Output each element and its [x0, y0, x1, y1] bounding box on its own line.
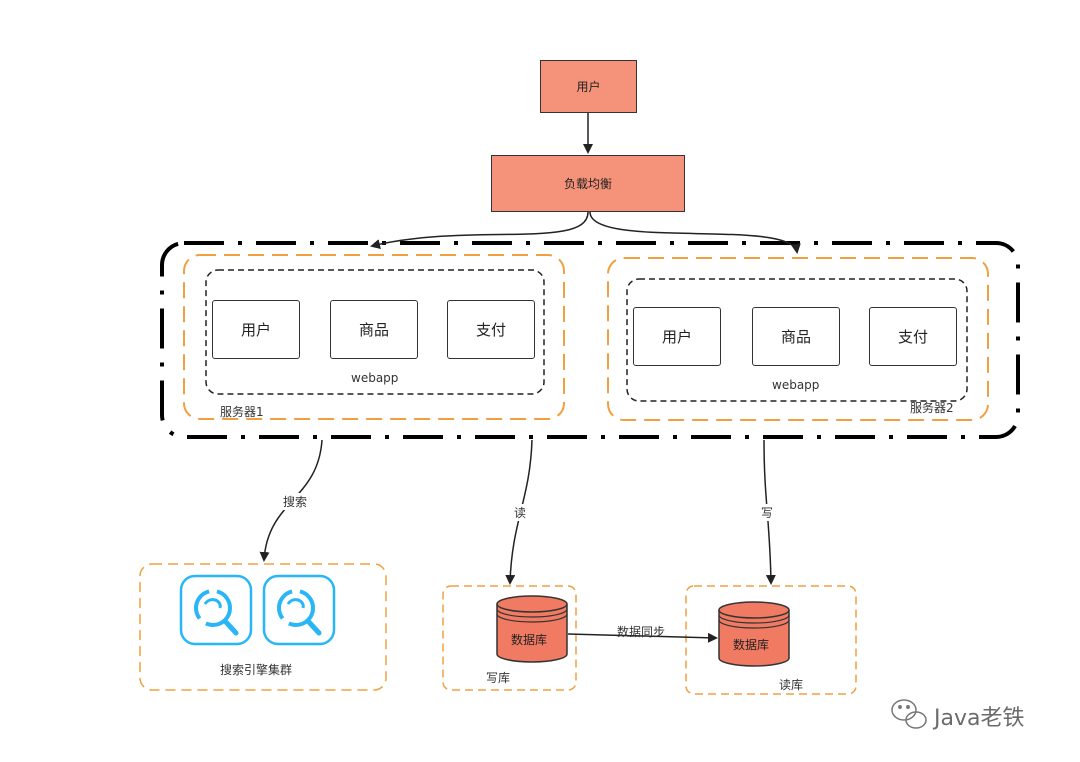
wechat-icon: [891, 699, 927, 729]
read-db-text: 数据库: [733, 638, 770, 652]
server1-webapp-label: webapp: [351, 371, 399, 385]
server2-module-payment: 支付: [869, 307, 957, 366]
edge-lb-to-server1: [370, 211, 589, 249]
server1-module-product: 商品: [330, 300, 418, 359]
edge-sync: [567, 632, 718, 643]
user-node: 用户: [540, 60, 637, 113]
write-db-label: 写库: [486, 671, 511, 685]
server1-module-user: 用户: [212, 300, 300, 359]
search-cluster-box: [139, 563, 387, 691]
write-db-box: [442, 585, 577, 691]
read-db-box: [685, 585, 857, 695]
read-db-label: 读库: [779, 678, 804, 692]
server1-box: [183, 254, 565, 420]
server1-webapp-box: [205, 269, 545, 395]
server2-webapp-box: [626, 278, 968, 402]
read-db-cylinder: [718, 601, 790, 667]
search-cluster-label: 搜索引擎集群: [220, 663, 293, 677]
server2-module-user: 用户: [633, 307, 721, 366]
edge-search-label: 搜索: [282, 493, 309, 510]
edge-write-label: 写: [760, 504, 775, 521]
edge-sync-label: 数据同步: [617, 625, 666, 639]
search-engine-icon: [262, 574, 336, 646]
watermark-text: Java老铁: [934, 706, 1025, 731]
load-balancer-node: 负载均衡: [491, 155, 685, 212]
server2-box: [607, 257, 989, 421]
server1-label: 服务器1: [220, 405, 264, 419]
search-engine-icon: [179, 574, 253, 646]
edge-lb-to-server2: [589, 211, 801, 254]
write-db-cylinder: [496, 595, 568, 663]
cluster-boundary: [160, 241, 1020, 439]
server2-label: 服务器2: [910, 401, 954, 415]
edge-read-label: 读: [513, 504, 528, 521]
write-db-text: 数据库: [511, 633, 548, 647]
server2-webapp-label: webapp: [772, 378, 820, 392]
server2-module-product: 商品: [752, 307, 840, 366]
server1-module-payment: 支付: [447, 300, 535, 359]
